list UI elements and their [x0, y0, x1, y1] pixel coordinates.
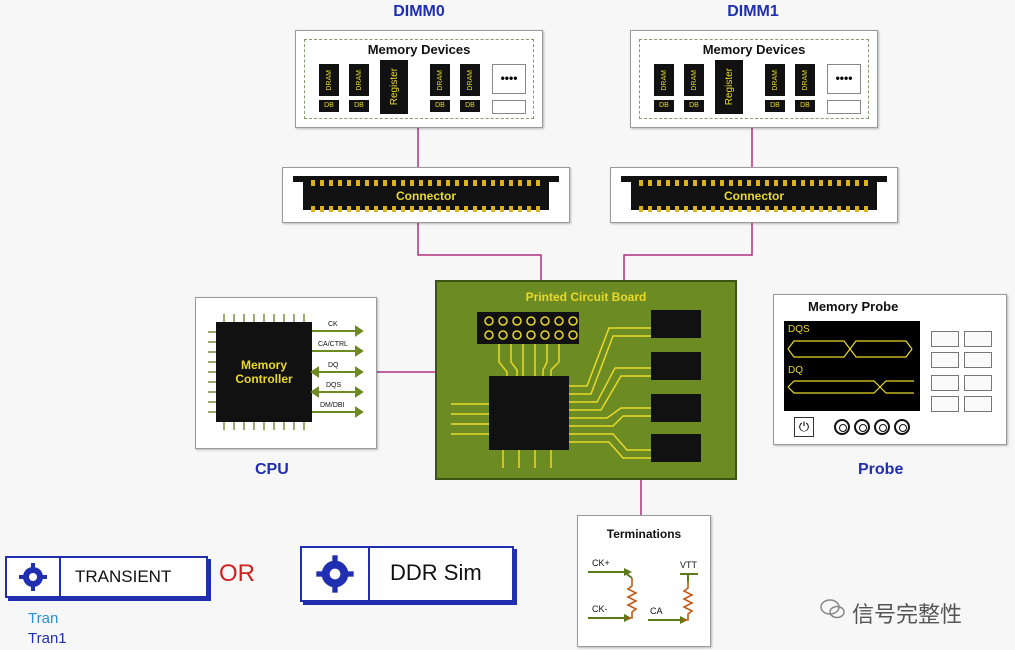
- dimm1-dram-chip[interactable]: DRAM: [654, 64, 674, 96]
- cpu-pins: [208, 314, 364, 430]
- pcb-title: Printed Circuit Board: [525, 290, 647, 304]
- probe-button[interactable]: [931, 352, 959, 368]
- dimm1-db-chip[interactable]: DB: [795, 100, 815, 112]
- dimm1-db-chip[interactable]: DB: [765, 100, 785, 112]
- signal-dqs: DQS: [326, 382, 342, 389]
- cpu-label: CPU: [255, 461, 289, 478]
- connector-pads-bottom: [639, 206, 869, 212]
- probe-button[interactable]: [964, 331, 992, 347]
- dimm1-connector-label: Connector: [724, 189, 784, 203]
- transient-sim-button[interactable]: TRANSIENT: [5, 556, 208, 598]
- probe-button[interactable]: [931, 396, 959, 412]
- ddr-sim-button[interactable]: DDR Sim: [300, 546, 514, 602]
- dimm1-db-chip[interactable]: DB: [654, 100, 674, 112]
- connector-pads-bottom: [311, 206, 541, 212]
- probe-button[interactable]: [964, 396, 992, 412]
- dimm1-card-title: Memory Devices: [702, 42, 806, 57]
- ca-label: CA: [650, 606, 663, 616]
- dimm0-connector-label: Connector: [396, 189, 456, 203]
- dimm0-empty-slot: [492, 100, 526, 114]
- gear-icon: [302, 548, 370, 600]
- memory-controller-label: Memory Controller: [235, 358, 293, 386]
- dimm1-dram-chip[interactable]: DRAM: [765, 64, 785, 96]
- probe-label: Probe: [858, 461, 904, 478]
- dimm0-connector-card[interactable]: Connector: [282, 167, 570, 223]
- probe-button[interactable]: [931, 375, 959, 391]
- dimm1-title: DIMM1: [727, 3, 779, 20]
- pcb-traces: [451, 310, 701, 468]
- probe-knob[interactable]: [874, 419, 890, 435]
- dimm0-db-chip[interactable]: DB: [349, 100, 369, 112]
- ck-minus-label: CK-: [592, 604, 608, 614]
- probe-card[interactable]: Memory Probe DQS DQ ⏻: [773, 294, 1007, 445]
- dimm0-dram-chip[interactable]: DRAM: [460, 64, 480, 96]
- signal-ca-ctrl: CA/CTRL: [318, 341, 348, 348]
- dimm1-more-devices: ••••: [827, 64, 861, 94]
- power-icon[interactable]: ⏻: [794, 417, 814, 437]
- tran-label: Tran: [28, 610, 59, 627]
- dimm1-empty-slot: [827, 100, 861, 114]
- dimm0-more-devices: ••••: [492, 64, 526, 94]
- probe-knob[interactable]: [834, 419, 850, 435]
- or-label: OR: [219, 560, 255, 587]
- connector-pads-top: [311, 180, 541, 186]
- dimm1-dram-chip[interactable]: DRAM: [795, 64, 815, 96]
- terminations-title: Terminations: [606, 527, 682, 541]
- dimm0-dram-chip[interactable]: DRAM: [430, 64, 450, 96]
- dimm0-card-title: Memory Devices: [367, 42, 471, 57]
- gear-icon: [7, 558, 61, 596]
- dimm0-dram-chip[interactable]: DRAM: [319, 64, 339, 96]
- probe-card-title: Memory Probe: [808, 299, 899, 314]
- terminations-card[interactable]: Terminations CK+ CK- VTT CA: [577, 515, 711, 647]
- dimm0-register-chip[interactable]: Register: [380, 60, 408, 114]
- transient-label: TRANSIENT: [75, 567, 172, 586]
- signal-dq: DQ: [328, 362, 339, 369]
- tran1-label: Tran1: [28, 630, 67, 647]
- probe-screen: DQS DQ: [784, 321, 920, 411]
- signal-dm-dbi: DM/DBI: [320, 402, 345, 409]
- dimm0-memory-card[interactable]: Memory Devices DRAM DB DRAM DB Register …: [295, 30, 543, 128]
- dimm0-dram-chip[interactable]: DRAM: [349, 64, 369, 96]
- probe-knob[interactable]: [894, 419, 910, 435]
- probe-trace-dq: DQ: [788, 365, 803, 376]
- dimm0-db-chip[interactable]: DB: [430, 100, 450, 112]
- dimm1-connector-card[interactable]: Connector: [610, 167, 898, 223]
- dimm0-title: DIMM0: [393, 3, 445, 20]
- dimm0-db-chip[interactable]: DB: [460, 100, 480, 112]
- cpu-card[interactable]: Memory Controller CK CA/CTRL DQ DQS DM/D…: [195, 297, 377, 449]
- connector-pads-top: [639, 180, 869, 186]
- dimm1-memory-card[interactable]: Memory Devices DRAM DB DRAM DB Register …: [630, 30, 878, 128]
- termination-schematic: [588, 568, 698, 624]
- ck-plus-label: CK+: [592, 558, 610, 568]
- ddr-sim-label: DDR Sim: [390, 560, 482, 585]
- probe-knob[interactable]: [854, 419, 870, 435]
- watermark-text: 信号完整性: [852, 602, 963, 627]
- probe-waveforms: [787, 340, 914, 394]
- dimm1-dram-chip[interactable]: DRAM: [684, 64, 704, 96]
- vtt-label: VTT: [680, 560, 697, 570]
- probe-button[interactable]: [964, 352, 992, 368]
- dimm1-db-chip[interactable]: DB: [684, 100, 704, 112]
- probe-trace-dqs: DQS: [788, 324, 810, 335]
- probe-button[interactable]: [964, 375, 992, 391]
- pcb-board[interactable]: Printed Circuit Board: [435, 280, 737, 480]
- dimm1-register-chip[interactable]: Register: [715, 60, 743, 114]
- probe-button[interactable]: [931, 331, 959, 347]
- dimm0-db-chip[interactable]: DB: [319, 100, 339, 112]
- signal-ck: CK: [328, 321, 338, 328]
- wechat-icon: [820, 598, 846, 620]
